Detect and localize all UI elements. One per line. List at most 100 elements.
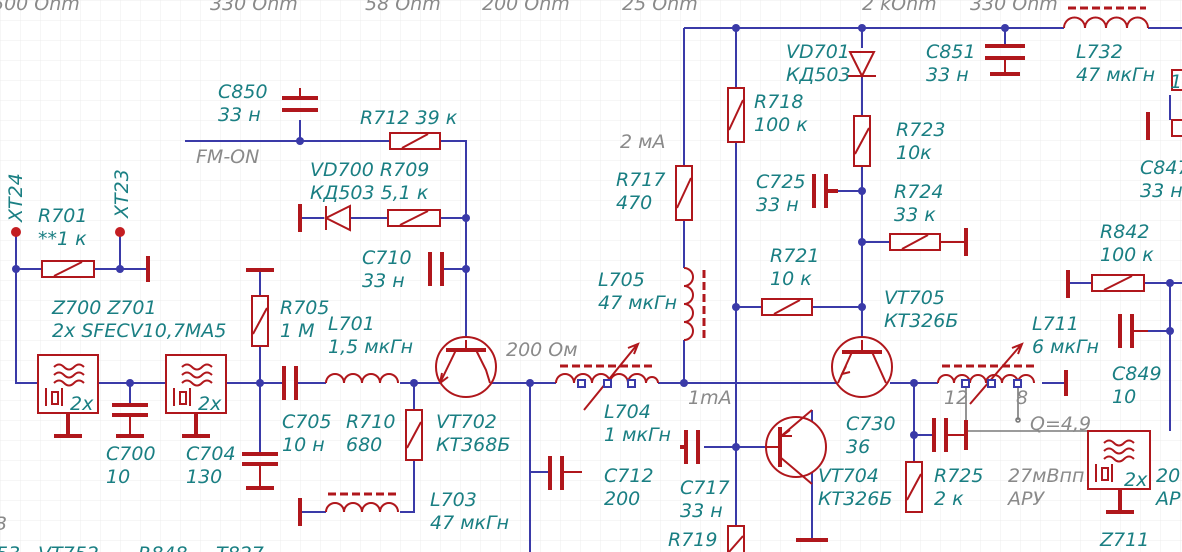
components [37, 6, 1182, 552]
resistor-r721 [761, 298, 813, 316]
capacitor-c710 [428, 252, 444, 286]
inductor-l705 [683, 267, 706, 341]
note-current-2ma: 2 мА [620, 131, 665, 153]
note-current-1ma: 1mA [688, 387, 732, 409]
label-z701-type: 2x [198, 393, 222, 415]
top-value: 25 Ohm [622, 0, 698, 15]
note-impedance-200: 200 Ом [506, 339, 578, 361]
top-value: 200 Ohm [482, 0, 570, 15]
resistor-r709 [387, 209, 441, 227]
resistor-r705 [246, 268, 274, 347]
capacitor-c850 [282, 88, 318, 112]
label-r719: R719 [668, 529, 717, 551]
note-fm-on: FM-ON [196, 146, 259, 168]
capacitor-c725 [812, 174, 838, 208]
resistor-r710 [405, 409, 423, 461]
capacitor-c700 [112, 403, 148, 438]
top-value: 330 Ohm [970, 0, 1058, 15]
resistor-r712 [389, 132, 441, 150]
top-value: 2 kOhm [862, 0, 937, 15]
resistor-r842 [1066, 270, 1145, 298]
resistor-r718 [727, 87, 745, 143]
capacitor-c705 [282, 366, 298, 400]
resistor-r724 [889, 228, 968, 256]
junctions [11, 24, 1174, 451]
note-edge-b: В [0, 513, 7, 535]
filter-z701 [165, 354, 227, 438]
capacitor-c849 [1118, 314, 1148, 348]
label-xt24: XT24 [5, 173, 27, 223]
transistor-vt705 [831, 336, 893, 398]
inductor-l701 [325, 373, 399, 384]
bottom-value: 53 [0, 543, 20, 552]
resistor-r717 [675, 165, 693, 221]
inductor-l711 [937, 342, 1068, 405]
capacitor-c851 [985, 44, 1025, 76]
filter-z711 [1087, 430, 1151, 514]
resistor-r701 [41, 256, 150, 282]
diode-vd701 [848, 51, 876, 79]
label-z700-type: 2x [70, 393, 94, 415]
label-r701: R701**1 к [38, 205, 87, 250]
bottom-value: T827 [216, 543, 264, 552]
bottom-value: VT752 [38, 543, 99, 552]
capacitor-c704 [242, 452, 278, 490]
inductor-l703 [298, 492, 399, 526]
resistor-r725 [905, 461, 923, 513]
filter-z700 [37, 354, 99, 438]
top-values: 500 Ohm 330 Ohm 58 Ohm 200 Ohm 25 Ohm 2 … [0, 0, 1058, 15]
bottom-value: R848 [138, 543, 187, 552]
capacitor-c730 [932, 418, 968, 452]
label-c847: C84733 н [1140, 157, 1182, 202]
top-value: 500 Ohm [0, 0, 80, 15]
resistor-r719 [727, 525, 745, 552]
label-r712: R712 39 к [360, 107, 458, 129]
label-xt23: XT23 [111, 169, 133, 219]
resistor-r723 [853, 115, 871, 167]
label-z711: Z711 [1099, 529, 1149, 551]
transistor-vt704 [765, 409, 828, 542]
note-tap-8: 8 [1016, 387, 1028, 409]
capacitor-c847 [1146, 69, 1182, 140]
top-value: 58 Ohm [365, 0, 441, 15]
note-q: Q=4,9 [1030, 413, 1091, 435]
inductor-l732 [1063, 6, 1149, 29]
note-tap-12: 12 [944, 387, 968, 409]
transistor-vt702 [435, 336, 497, 398]
diode-vd700 [298, 204, 351, 232]
top-value: 330 Ohm [210, 0, 298, 15]
